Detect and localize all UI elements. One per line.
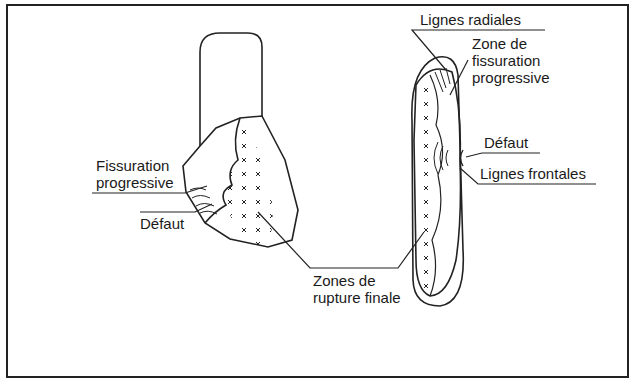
frame [7,5,628,377]
callout-label: Zones de rupture finale [313,272,421,306]
callout-label: Défaut [140,215,184,232]
callout-label: Zone de fissuration progressive [472,35,564,86]
right-part [412,57,463,306]
leader-lines [92,30,596,268]
left-part [183,33,298,247]
callout-label: Défaut [484,134,528,151]
callout-label: Lignes radiales [420,11,521,28]
callout-label: Lignes frontales [480,165,586,182]
callout-label: Fissuration progressive [96,157,188,191]
